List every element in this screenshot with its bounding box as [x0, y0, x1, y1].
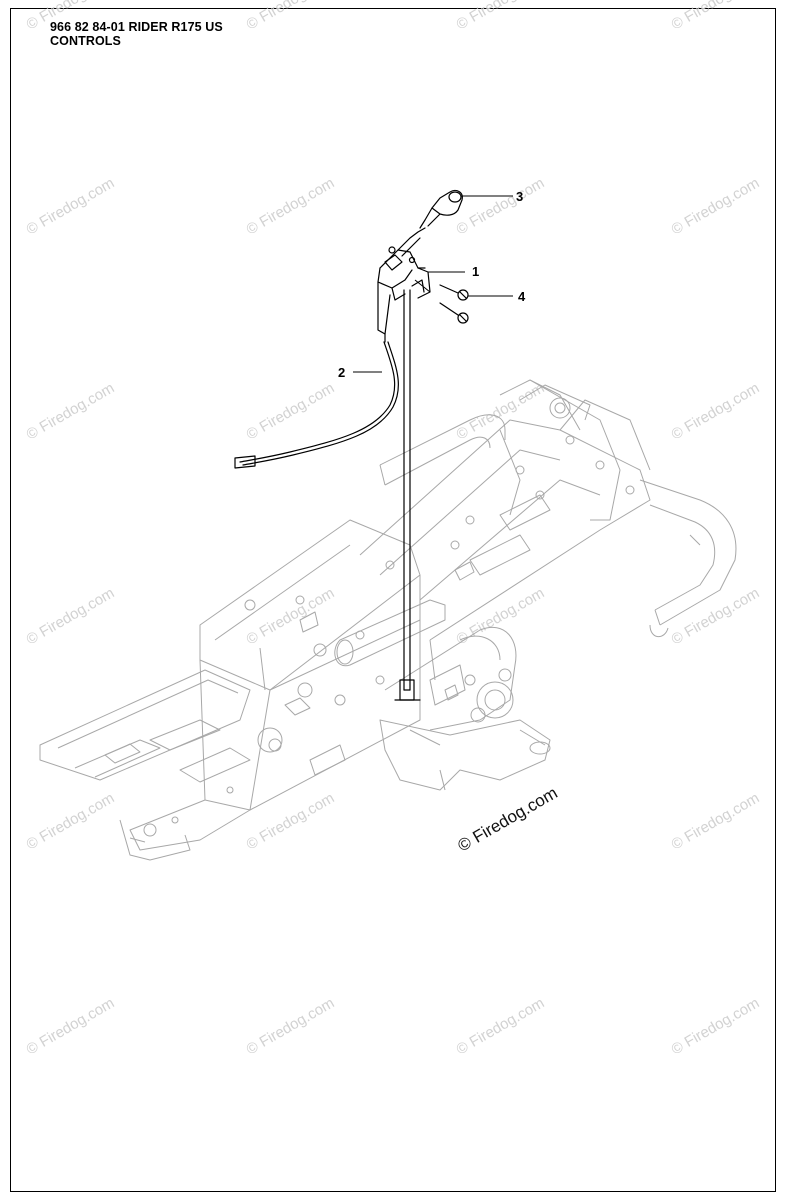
watermark-text: © Firedog.com	[24, 174, 118, 238]
watermark-text: © Firedog.com	[454, 0, 548, 33]
title-block: 966 82 84-01 RIDER R175 US CONTROLS	[50, 20, 223, 48]
callouts: 1 2 3 4	[338, 189, 526, 380]
watermark-text: © Firedog.com	[24, 994, 118, 1058]
watermark-text: © Firedog.com	[454, 994, 548, 1058]
tractor-frame-ghost	[39, 379, 737, 861]
diagram-subtitle: CONTROLS	[50, 34, 121, 48]
page-frame	[10, 8, 776, 1192]
watermark-text: © Firedog.com	[244, 0, 338, 33]
watermark-text: © Firedog.com	[669, 584, 763, 648]
throttle-control-assembly	[234, 189, 469, 701]
watermark-text: © Firedog.com	[244, 379, 338, 443]
watermark-text: © Firedog.com	[24, 0, 118, 33]
callout-2: 2	[338, 365, 345, 380]
callout-1: 1	[472, 264, 479, 279]
diagram-title: 966 82 84-01 RIDER R175 US	[50, 20, 223, 34]
watermark-text: © Firedog.com	[24, 584, 118, 648]
callout-leaders	[353, 195, 513, 373]
watermark-text: © Firedog.com	[454, 174, 548, 238]
watermark-text: © Firedog.com	[24, 379, 118, 443]
watermark-text: © Firedog.com	[244, 584, 338, 648]
watermark-text: © Firedog.com	[669, 379, 763, 443]
watermark-text: © Firedog.com	[244, 789, 338, 853]
watermark-text: © Firedog.com	[454, 379, 548, 443]
watermark-text: © Firedog.com	[669, 0, 763, 33]
center-copyright: © Firedog.com	[455, 783, 561, 855]
watermark-text: © Firedog.com	[669, 789, 763, 853]
watermark-text: © Firedog.com	[669, 174, 763, 238]
watermark-text: © Firedog.com	[244, 174, 338, 238]
callout-3: 3	[516, 189, 523, 204]
watermark-grid: © Firedog.com © Firedog.com © Firedog.co…	[24, 0, 763, 1058]
watermark-text: © Firedog.com	[669, 994, 763, 1058]
callout-4: 4	[518, 289, 526, 304]
watermark-text: © Firedog.com	[244, 994, 338, 1058]
watermark-text: © Firedog.com	[24, 789, 118, 853]
